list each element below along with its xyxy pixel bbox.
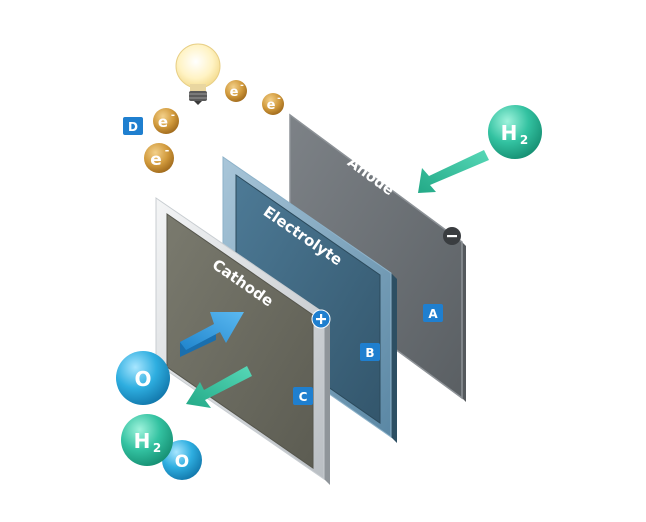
electron-label: e xyxy=(158,113,168,131)
water-molecule: O H 2 xyxy=(121,414,202,480)
marker-d: D xyxy=(123,117,143,135)
oxygen-atom-1: O xyxy=(116,351,170,405)
water-oxygen-label: O xyxy=(175,452,189,472)
marker-c: C xyxy=(293,387,313,405)
oxygen-inflow-arrow-icon xyxy=(180,312,244,357)
electron-2: e - xyxy=(225,80,247,102)
marker-d-label: D xyxy=(128,120,138,134)
oxygen-1-label: O xyxy=(134,367,151,391)
marker-a-label: A xyxy=(428,307,438,321)
electron-charge: - xyxy=(171,110,175,121)
electron-4: e - xyxy=(144,143,174,173)
marker-b-label: B xyxy=(365,346,374,360)
water-hydrogen-subscript: 2 xyxy=(153,441,161,455)
electron-charge: - xyxy=(277,94,281,104)
electrolyte-plate: Electrolyte B xyxy=(222,156,397,443)
hydrogen-in-symbol: H xyxy=(501,121,518,145)
hydrogen-inflow-arrow-icon xyxy=(418,150,489,193)
water-hydrogen-symbol: H xyxy=(134,429,151,453)
marker-c-label: C xyxy=(299,390,308,404)
hydrogen-molecule-in: H 2 xyxy=(488,105,542,159)
marker-a: A xyxy=(423,304,443,322)
electron-label: e xyxy=(230,85,239,100)
minus-sign-icon xyxy=(447,235,457,238)
lightbulb-icon xyxy=(175,43,221,105)
electron-3: e - xyxy=(262,93,284,115)
electron-charge: - xyxy=(165,144,170,157)
electron-1: e - xyxy=(153,108,179,134)
electron-label: e xyxy=(150,150,162,170)
hydrogen-in-subscript: 2 xyxy=(520,133,528,147)
electron-charge: - xyxy=(240,81,244,91)
water-outflow-arrow-icon xyxy=(186,366,252,408)
plus-sign-v xyxy=(320,314,323,324)
cathode-plate: Cathode C xyxy=(155,197,331,485)
marker-b: B xyxy=(360,343,380,361)
electron-label: e xyxy=(267,98,276,113)
